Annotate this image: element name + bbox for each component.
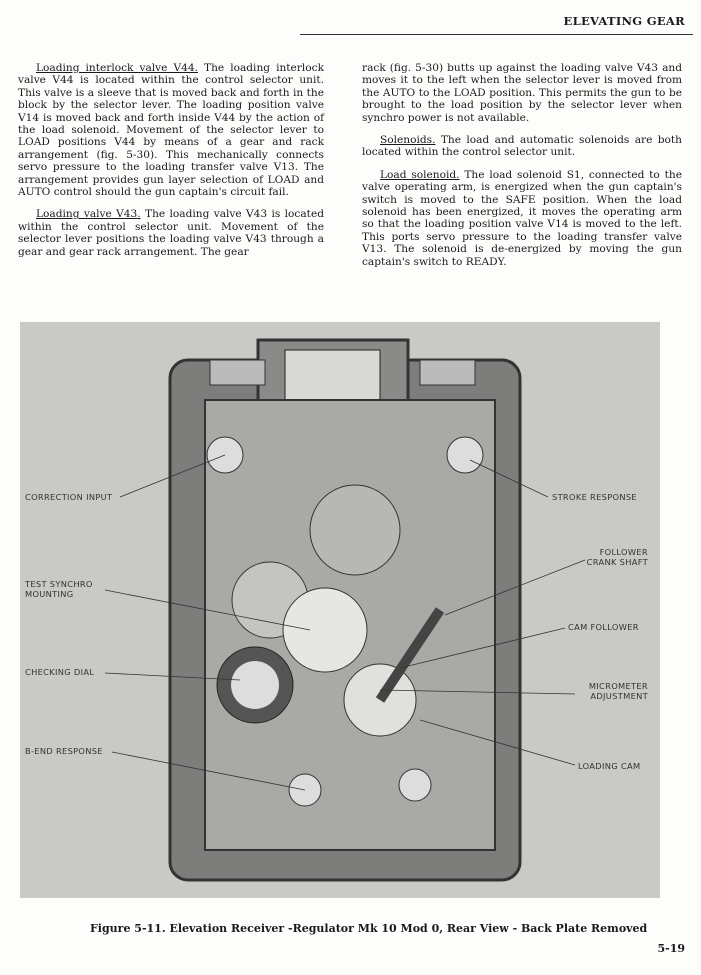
label-b-end-response: B-END RESPONSE — [25, 746, 103, 756]
running-header: ELEVATING GEAR — [563, 14, 685, 28]
label-test-synchro-mounting: TEST SYNCHRO MOUNTING — [25, 579, 93, 599]
paragraph: rack (fig. 5-30) butts up against the lo… — [362, 62, 682, 124]
label-loading-cam: LOADING CAM — [578, 761, 641, 771]
synchro — [309, 484, 401, 576]
paragraph: Loading valve V43. The loading valve V43… — [18, 208, 324, 258]
left-connector — [209, 359, 266, 386]
left-column: Loading interlock valve V44. The loading… — [18, 62, 324, 268]
right-connector — [419, 359, 476, 386]
stroke-response-gear — [446, 436, 484, 474]
callout-lines — [104, 454, 586, 791]
page-number: 5-19 — [657, 942, 685, 955]
right-column: rack (fig. 5-30) butts up against the lo… — [362, 62, 682, 278]
paragraph-body: The load and automatic solenoids are bot… — [362, 134, 682, 159]
label-follower-crank-shaft: FOLLOWER CRANK SHAFT — [586, 547, 648, 567]
paragraph-body: The loading interlock valve V44 is locat… — [18, 62, 324, 199]
paragraph: Solenoids. The load and automatic soleno… — [362, 134, 682, 159]
gear — [398, 768, 432, 802]
header-rule — [300, 34, 693, 35]
paragraph: Loading interlock valve V44. The loading… — [18, 62, 324, 198]
figure-caption: Figure 5-11. Elevation Receiver -Regulat… — [90, 922, 648, 935]
label-checking-dial: CHECKING DIAL — [25, 667, 95, 677]
paragraph-body: rack (fig. 5-30) butts up against the lo… — [362, 62, 682, 124]
paragraph: Load solenoid. The load solenoid S1, con… — [362, 169, 682, 268]
paragraph-heading: Load solenoid. — [380, 168, 460, 181]
checking-dial-face — [231, 661, 279, 709]
label-correction-input: CORRECTION INPUT — [25, 492, 113, 502]
label-micrometer-adjustment: MICROMETER ADJUSTMENT — [588, 681, 648, 701]
paragraph-heading: Solenoids. — [380, 134, 436, 147]
cam-follower-arm — [375, 607, 445, 703]
paragraph-heading: Loading valve V43. — [36, 208, 141, 221]
label-cam-follower: CAM FOLLOWER — [568, 622, 639, 632]
label-stroke-response: STROKE RESPONSE — [552, 492, 637, 502]
paragraph-body: The load solenoid S1, connected to the v… — [362, 168, 682, 268]
cam-disc — [282, 587, 368, 673]
paragraph-body: The loading valve V43 is located within … — [18, 208, 324, 258]
paragraph-heading: Loading interlock valve V44. — [36, 62, 198, 74]
